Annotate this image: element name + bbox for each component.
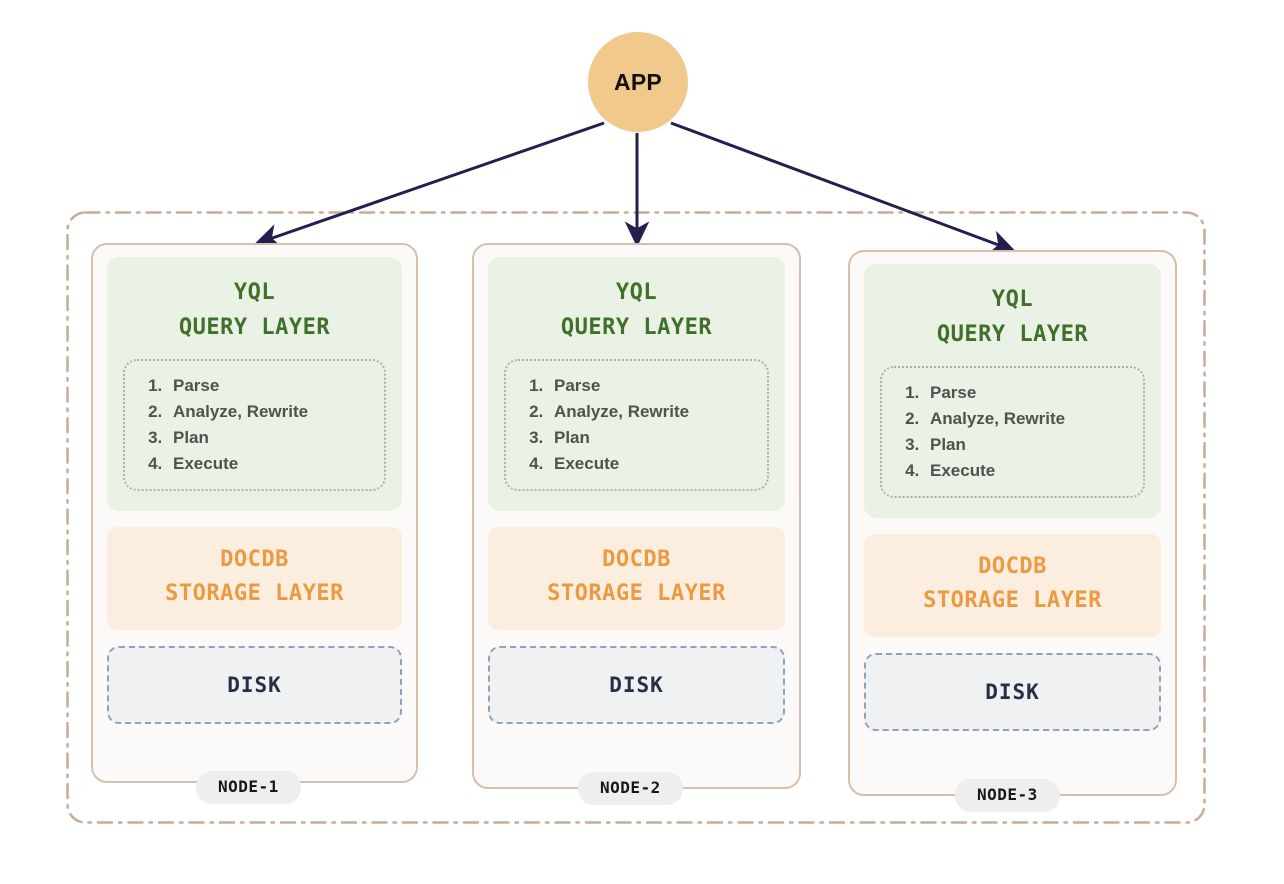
disk-box-2: DISK bbox=[488, 645, 785, 724]
node-card-1[interactable]: YQL QUERY LAYER Parse Analyze, Rewrite P… bbox=[91, 243, 418, 783]
node-badge-label-3: NODE-3 bbox=[977, 785, 1038, 804]
node-badge-label-2: NODE-2 bbox=[600, 778, 661, 797]
query-step-item: Analyze, Rewrite bbox=[548, 399, 757, 425]
disk-label-1: DISK bbox=[227, 672, 282, 697]
query-step-item: Execute bbox=[924, 458, 1133, 484]
node-badge-1: NODE-1 bbox=[196, 771, 301, 804]
storage-layer-title-2: DOCDB STORAGE LAYER bbox=[547, 547, 726, 607]
storage-layer-title-3: DOCDB STORAGE LAYER bbox=[923, 554, 1102, 614]
query-step-item: Plan bbox=[167, 425, 374, 451]
query-layer-title-2: YQL QUERY LAYER bbox=[560, 280, 713, 341]
disk-label-3: DISK bbox=[985, 679, 1040, 704]
query-steps-box-3: Parse Analyze, Rewrite Plan Execute bbox=[880, 366, 1145, 499]
disk-box-1: DISK bbox=[107, 645, 402, 724]
disk-box-3: DISK bbox=[864, 652, 1161, 731]
query-steps-list-3: Parse Analyze, Rewrite Plan Execute bbox=[898, 380, 1133, 484]
query-step-item: Plan bbox=[924, 432, 1133, 458]
node-card-2[interactable]: YQL QUERY LAYER Parse Analyze, Rewrite P… bbox=[472, 243, 801, 789]
app-client-node[interactable]: APP bbox=[588, 32, 688, 132]
app-label: APP bbox=[614, 68, 662, 95]
query-steps-list-2: Parse Analyze, Rewrite Plan Execute bbox=[522, 373, 757, 477]
query-layer-title-1: YQL QUERY LAYER bbox=[178, 280, 331, 341]
node-badge-3: NODE-3 bbox=[955, 779, 1060, 812]
query-step-item: Parse bbox=[167, 373, 374, 399]
query-layer-title-3: YQL QUERY LAYER bbox=[936, 287, 1089, 348]
node-badge-2: NODE-2 bbox=[578, 772, 683, 805]
query-steps-box-2: Parse Analyze, Rewrite Plan Execute bbox=[504, 359, 769, 492]
query-layer-1: YQL QUERY LAYER Parse Analyze, Rewrite P… bbox=[107, 257, 402, 512]
query-step-item: Execute bbox=[167, 451, 374, 477]
query-step-item: Plan bbox=[548, 425, 757, 451]
disk-label-2: DISK bbox=[609, 672, 664, 697]
query-layer-3: YQL QUERY LAYER Parse Analyze, Rewrite P… bbox=[864, 264, 1161, 519]
query-layer-2: YQL QUERY LAYER Parse Analyze, Rewrite P… bbox=[488, 257, 785, 512]
query-step-item: Execute bbox=[548, 451, 757, 477]
query-step-item: Parse bbox=[924, 380, 1133, 406]
storage-layer-1: DOCDB STORAGE LAYER bbox=[107, 527, 402, 630]
arrow-app-to-node-1 bbox=[254, 121, 605, 248]
node-card-3[interactable]: YQL QUERY LAYER Parse Analyze, Rewrite P… bbox=[848, 250, 1177, 796]
storage-layer-2: DOCDB STORAGE LAYER bbox=[488, 527, 785, 630]
storage-layer-title-1: DOCDB STORAGE LAYER bbox=[165, 547, 344, 607]
query-step-item: Analyze, Rewrite bbox=[167, 399, 374, 425]
query-step-item: Analyze, Rewrite bbox=[924, 406, 1133, 432]
arrow-app-to-node-3 bbox=[670, 121, 1016, 254]
node-badge-label-1: NODE-1 bbox=[218, 777, 279, 796]
query-steps-list-1: Parse Analyze, Rewrite Plan Execute bbox=[141, 373, 374, 477]
storage-layer-3: DOCDB STORAGE LAYER bbox=[864, 534, 1161, 637]
query-step-item: Parse bbox=[548, 373, 757, 399]
query-steps-box-1: Parse Analyze, Rewrite Plan Execute bbox=[123, 359, 386, 492]
